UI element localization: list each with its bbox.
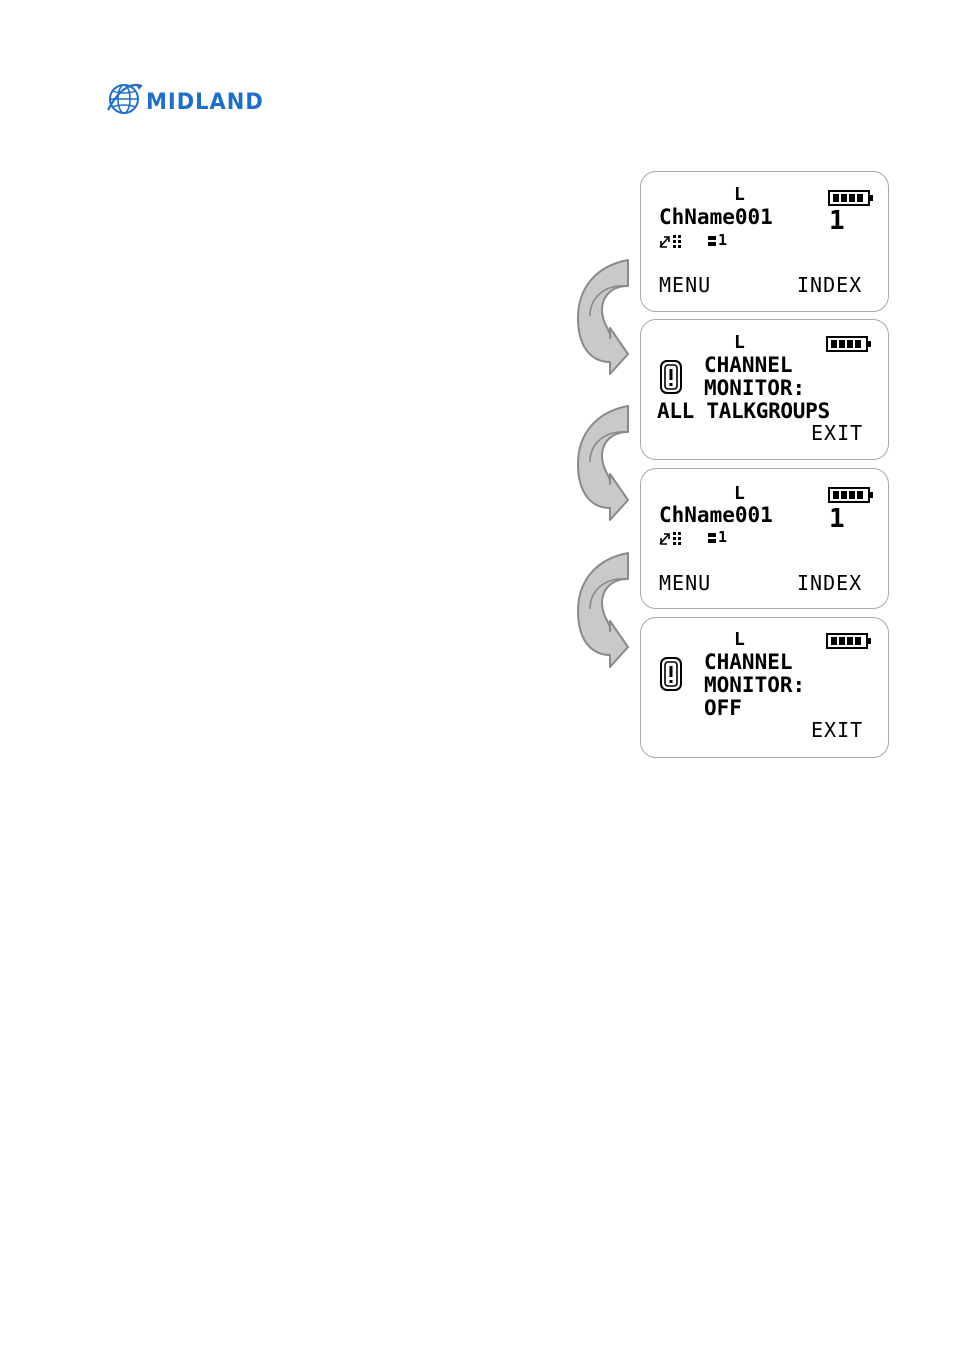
line-monitor-value: OFF [704, 698, 742, 719]
mode-indicator: L [734, 334, 745, 352]
exit-softkey[interactable]: EXIT [811, 423, 863, 443]
curved-arrow-icon [574, 258, 634, 376]
scan-list-icon [659, 530, 689, 546]
index-softkey[interactable]: INDEX [797, 275, 862, 295]
index-softkey[interactable]: INDEX [797, 573, 862, 593]
channel-number: 1 [829, 506, 845, 532]
menu-softkey[interactable]: MENU [659, 573, 711, 593]
monitor-icon [659, 656, 683, 692]
radio-screen-monitor-all: L CHANNEL MONITOR: ALL TALKGROUPS EXIT [640, 319, 889, 460]
mode-indicator: L [734, 485, 745, 503]
globe-icon [106, 78, 144, 120]
battery-icon [826, 336, 872, 352]
status-text: 1 [718, 233, 727, 248]
line-monitor-value: ALL TALKGROUPS [657, 401, 830, 422]
line-channel: CHANNEL [704, 355, 793, 376]
battery-icon [828, 487, 874, 503]
contact-icon [707, 235, 717, 247]
battery-icon [826, 633, 872, 649]
midland-logo: MIDLAND [106, 78, 302, 120]
curved-arrow-icon [574, 551, 634, 669]
line-channel: CHANNEL [704, 652, 793, 673]
channel-name: ChName001 [659, 505, 773, 526]
line-monitor: MONITOR: [704, 378, 805, 399]
status-text: 1 [718, 530, 727, 545]
mode-indicator: L [734, 631, 745, 649]
curved-arrow-icon [574, 404, 634, 522]
battery-icon [828, 190, 874, 206]
menu-softkey[interactable]: MENU [659, 275, 711, 295]
mode-indicator: L [734, 186, 745, 204]
channel-name: ChName001 [659, 207, 773, 228]
line-monitor: MONITOR: [704, 675, 805, 696]
channel-number: 1 [829, 208, 845, 234]
logo-text: MIDLAND [146, 89, 264, 114]
monitor-icon [659, 359, 683, 395]
radio-screen-channel: L ChName001 1 1 MENU INDEX [640, 171, 889, 312]
radio-screen-channel: L ChName001 1 1 MENU INDEX [640, 468, 889, 609]
contact-icon [707, 532, 717, 544]
radio-screen-monitor-off: L CHANNEL MONITOR: OFF EXIT [640, 617, 889, 758]
scan-list-icon [659, 233, 689, 249]
exit-softkey[interactable]: EXIT [811, 720, 863, 740]
